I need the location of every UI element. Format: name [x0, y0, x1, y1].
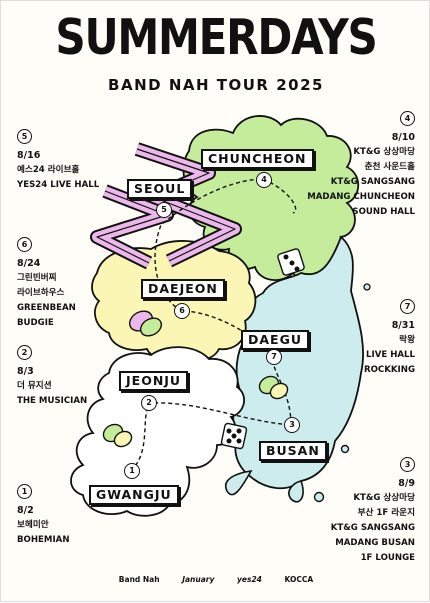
venue-line: KT&G 상상마당	[353, 147, 415, 157]
poster-subtitle: BAND NAH TOUR 2025	[108, 76, 324, 94]
venue-line: 1F LOUNGE	[360, 553, 415, 563]
stop-date: 8/10	[391, 132, 415, 143]
venue-line: BUDGIE	[17, 318, 54, 328]
tour-route	[130, 178, 297, 472]
venue-line: 라이브하우스	[17, 288, 65, 298]
map-marker-7: 7	[266, 349, 282, 365]
city-label-busan: BUSAN	[259, 441, 327, 461]
venue-line: KT&G 상상마당	[353, 493, 415, 503]
city-label-daegu: DAEGU	[241, 330, 309, 350]
stop-date: 8/24	[17, 258, 41, 269]
venue-line: ROCKKING	[364, 365, 415, 375]
stop-number: 1	[17, 484, 32, 499]
poster-title: SUMMERDAYS	[55, 9, 377, 66]
venue-line: 보헤미안	[17, 520, 49, 530]
city-label-seoul: SEOUL	[127, 179, 193, 199]
stop-info-6: 6 8/24 그린빈버찌 라이브하우스 GREENBEAN BUDGIE	[17, 237, 76, 331]
venue-line: 그린빈버찌	[17, 273, 57, 283]
map-marker-6: 6	[174, 303, 190, 319]
stop-number: 3	[400, 457, 415, 472]
stop-number: 7	[400, 299, 415, 314]
venue-line: MADANG BUSAN	[335, 538, 415, 548]
venue-line: SOUND HALL	[352, 207, 415, 217]
venue-line: GREENBEAN	[17, 303, 76, 313]
dice-icon	[220, 248, 305, 450]
stop-number: 2	[17, 345, 32, 360]
sponsor-logo-bandnah: Band Nah	[118, 575, 160, 584]
map-marker-1: 1	[124, 463, 140, 479]
stop-info-3: 3 8/9 KT&G 상상마당 부산 1F 라운지 KT&G SANGSANG …	[331, 457, 415, 566]
sponsor-logo-yes24: yes24	[237, 575, 262, 584]
venue-line: 부산 1F 라운지	[357, 508, 415, 518]
stop-info-2: 2 8/3 더 뮤지션 THE MUSICIAN	[17, 345, 87, 409]
stop-number: 5	[17, 129, 32, 144]
venue-line: KT&G SANGSANG	[330, 523, 415, 533]
venue-line: MADANG CHUNCHEON	[307, 192, 415, 202]
region-white	[70, 346, 245, 517]
map-marker-5: 5	[156, 202, 172, 218]
city-label-gwangju: GWANGJU	[89, 485, 179, 505]
stop-number: 4	[400, 111, 415, 126]
stop-info-7: 7 8/31 락왕 LIVE HALL ROCKKING	[364, 299, 415, 378]
stop-date: 8/2	[17, 505, 34, 516]
venue-line: YES24 LIVE HALL	[17, 180, 100, 190]
venue-line: THE MUSICIAN	[17, 396, 88, 406]
region-blue	[232, 235, 364, 490]
venue-line: 춘천 사운드홀	[364, 162, 415, 172]
stop-info-1: 1 8/2 보헤미안 BOHEMIAN	[17, 484, 70, 548]
city-label-jeonju: JEONJU	[119, 371, 189, 391]
stop-date: 8/9	[398, 478, 415, 489]
city-label-chuncheon: CHUNCHEON	[201, 149, 314, 169]
venue-line: 더 뮤지션	[17, 381, 52, 391]
map-marker-2: 2	[141, 395, 157, 411]
venue-line: 락왕	[399, 335, 415, 345]
stop-info-5: 5 8/16 예스24 라이브홀 YES24 LIVE HALL	[17, 129, 99, 193]
venue-line: LIVE HALL	[366, 350, 415, 360]
sponsor-logos: Band Nah January yes24 KOCCA	[1, 575, 430, 584]
venue-line: BOHEMIAN	[17, 535, 70, 545]
stop-date: 8/3	[17, 366, 34, 377]
cassette-icon	[102, 310, 289, 448]
stop-date: 8/16	[17, 150, 41, 161]
city-label-daejeon: DAEJEON	[141, 279, 225, 299]
venue-line: KT&G SANGSANG	[330, 177, 415, 187]
stop-info-4: 4 8/10 KT&G 상상마당 춘천 사운드홀 KT&G SANGSANG M…	[307, 111, 415, 220]
map-marker-3: 3	[284, 417, 300, 433]
venue-line: 예스24 라이브홀	[17, 165, 80, 175]
sponsor-logo-january: January	[182, 575, 215, 584]
sponsor-logo-kocca: KOCCA	[284, 575, 314, 584]
map-marker-4: 4	[256, 172, 272, 188]
stop-date: 8/31	[391, 320, 415, 331]
stop-number: 6	[17, 237, 32, 252]
